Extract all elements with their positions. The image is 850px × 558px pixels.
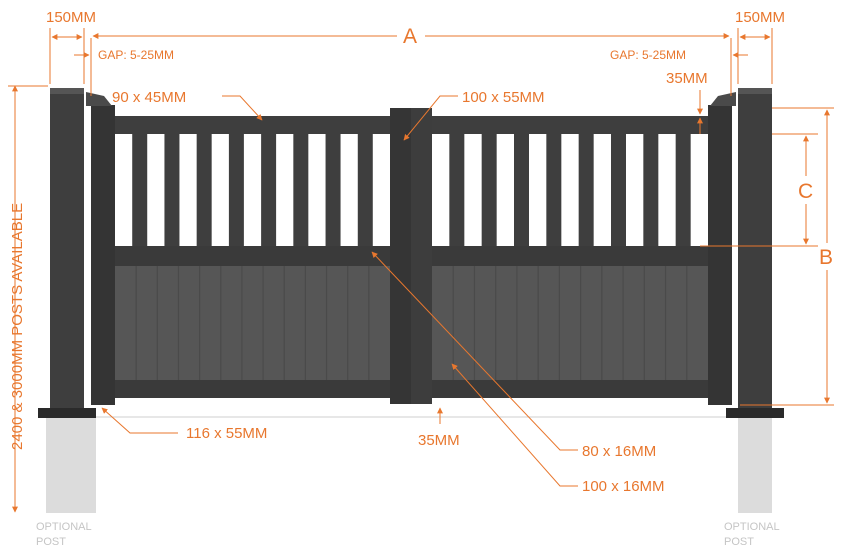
leader-slat-large (451, 363, 578, 487)
center-stile-left (390, 108, 411, 404)
right-gate-leaf (432, 116, 708, 398)
label-top-clearance: 35MM (666, 70, 708, 87)
picket-slat (578, 134, 594, 246)
leader-center-stile (403, 95, 458, 141)
label-optional-right-1: OPTIONAL (724, 521, 780, 533)
picket-slat (643, 134, 659, 246)
picket-slat (164, 134, 180, 246)
label-optional-right-2: POST (724, 536, 754, 548)
picket-slat (611, 134, 626, 246)
label-height-b: B (819, 246, 833, 269)
picket-slat (675, 134, 691, 246)
label-optional-left-2: POST (36, 536, 66, 548)
label-center-stile: 100 x 55MM (462, 89, 545, 106)
label-slat-small: 80 x 16MM (582, 443, 656, 460)
label-height-c: C (798, 180, 813, 203)
right-post-cap (710, 92, 736, 106)
picket-slat (261, 134, 277, 246)
optional-post-left (46, 418, 96, 513)
right-boards (452, 266, 688, 380)
label-hinge-stile: 116 x 55MM (186, 425, 267, 442)
label-slat-large: 100 x 16MM (582, 478, 665, 495)
leader-rail-top (222, 95, 263, 121)
picket-slat (481, 134, 497, 246)
right-hinge-stile (708, 105, 732, 405)
optional-post-right (738, 418, 772, 513)
picket-slat (132, 134, 148, 246)
picket-slat (293, 134, 309, 246)
right-slats (449, 134, 691, 246)
left-slats (132, 134, 373, 246)
label-right-post-width: 150MM (735, 9, 785, 26)
picket-slat (357, 134, 373, 246)
left-gate-leaf (115, 116, 390, 398)
label-gap-left: GAP: 5-25MM (98, 48, 174, 62)
left-post (38, 88, 96, 418)
picket-slat (325, 134, 341, 246)
label-post-height: 2400 & 3000MM POSTS AVAILABLE (9, 203, 26, 450)
picket-slat (449, 134, 465, 246)
picket-slat (196, 134, 212, 246)
picket-slat (546, 134, 562, 246)
leader-hinge-stile (101, 407, 178, 434)
label-width-a: A (403, 25, 417, 48)
label-rail-top: 90 x 45MM (112, 89, 186, 106)
label-bottom-clearance: 35MM (418, 432, 460, 449)
right-post (726, 88, 784, 418)
label-optional-left-1: OPTIONAL (36, 521, 92, 533)
label-left-post-width: 150MM (46, 9, 96, 26)
leader-slat-small (371, 251, 578, 451)
label-gap-right: GAP: 5-25MM (610, 48, 686, 62)
left-hinge-stile (91, 105, 115, 405)
center-stile-right (411, 108, 432, 404)
left-post-cap (86, 92, 112, 106)
picket-slat (514, 134, 529, 246)
left-boards (135, 266, 370, 380)
picket-slat (228, 134, 244, 246)
